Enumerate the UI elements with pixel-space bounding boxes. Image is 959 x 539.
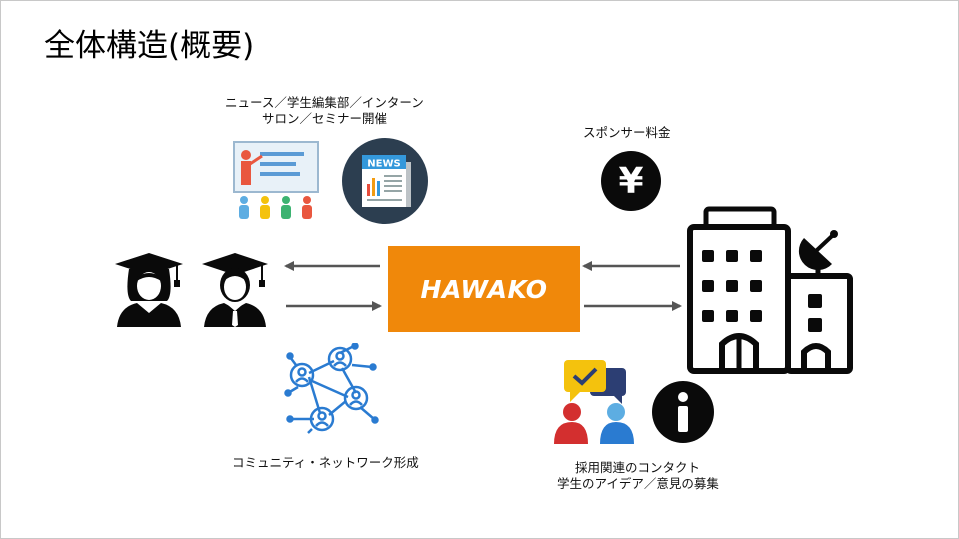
contact-caption-line-2: 学生のアイデア／意見の募集 [557,476,719,491]
network-people-icon [284,343,379,434]
page-title: 全体構造(概要) [44,28,255,64]
office-building-icon [687,206,853,374]
graduate-male-icon [202,253,268,327]
community-caption: コミュニティ・ネットワーク形成 [232,455,419,470]
media-caption-line-2: サロン／セミナー開催 [262,111,388,126]
media-caption-line-1: ニュース／学生編集部／インターン [225,95,424,110]
svg-text:NEWS: NEWS [367,159,400,170]
svg-text:¥: ¥ [618,161,643,202]
discussion-icon [554,360,634,444]
newspaper-icon: NEWS [342,138,428,224]
graduate-female-icon [115,253,183,327]
yen-icon: ¥ [601,151,661,211]
hub-label: HAWAKO [420,274,548,304]
presentation-icon [233,141,319,219]
contact-caption-line-1: 採用関連のコンタクト [575,460,701,475]
hawako-hub: HAWAKO [388,246,580,332]
info-icon [652,381,714,443]
sponsor-caption: スポンサー料金 [583,125,671,140]
